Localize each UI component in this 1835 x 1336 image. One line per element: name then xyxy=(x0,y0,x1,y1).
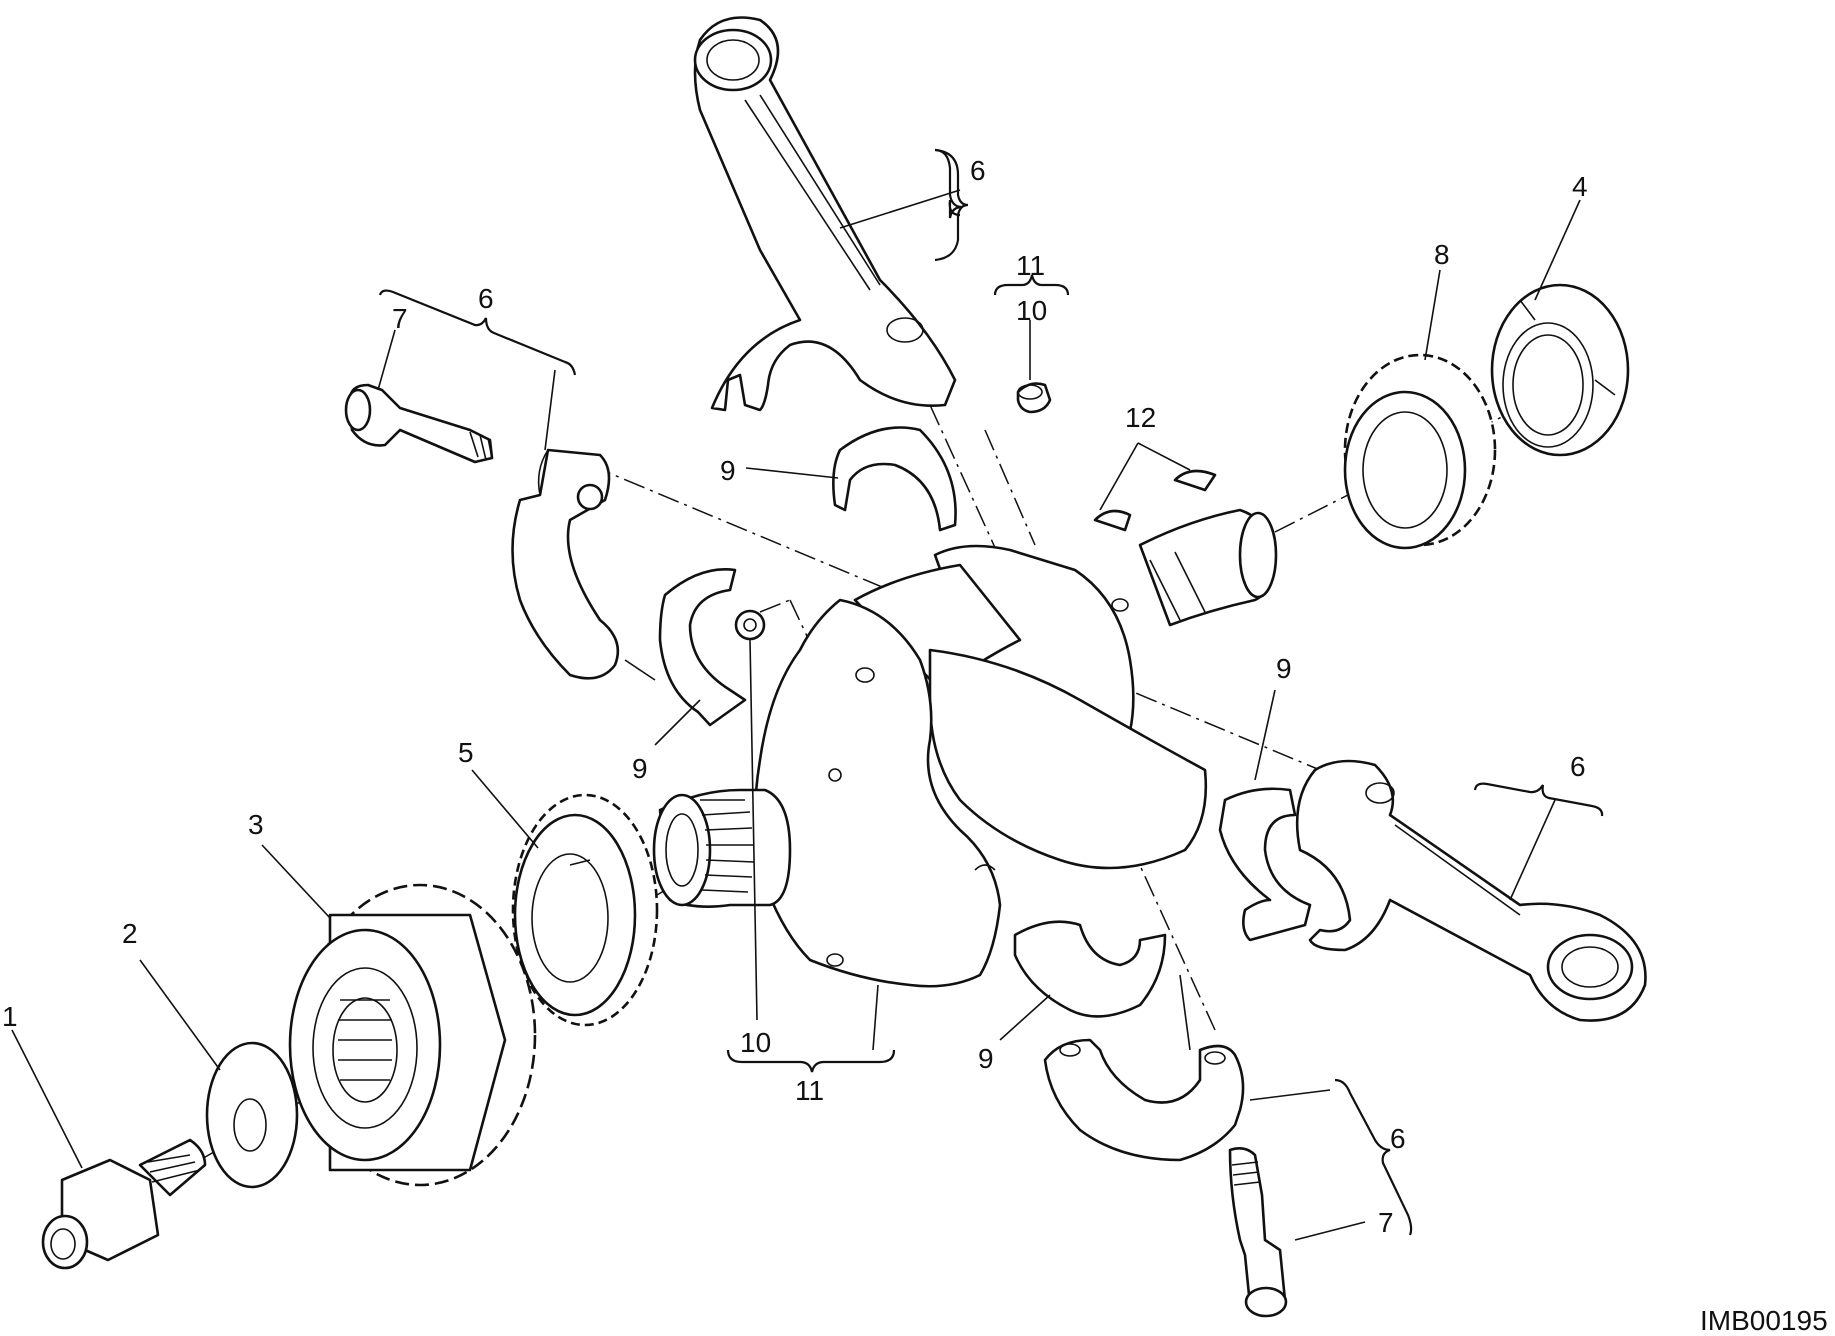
plug-top xyxy=(1016,382,1052,414)
bearing-shell-right xyxy=(1218,787,1312,942)
gear-3 xyxy=(288,883,537,1187)
callout-1: 1 xyxy=(2,1001,18,1032)
connecting-rod-right xyxy=(1295,759,1647,1022)
reference-code: IMB00195 xyxy=(1700,1305,1828,1336)
rod-bolt-bottom xyxy=(1228,1147,1288,1318)
bracket-top-6 xyxy=(934,148,969,262)
bearing-shell-upper xyxy=(832,426,957,532)
bracket-right-6 xyxy=(1473,782,1604,817)
callout-10-top: 10 xyxy=(1016,295,1047,326)
callout-2: 2 xyxy=(122,918,138,949)
callout-6-right: 6 xyxy=(1570,751,1586,782)
bracket-top-11 xyxy=(993,274,1070,296)
crankshaft xyxy=(652,508,1278,988)
callout-11-top: 11 xyxy=(1016,250,1045,281)
sprocket-gear-8 xyxy=(1343,353,1497,550)
callout-labels: 1 2 3 4 5 6 6 6 6 7 7 8 9 9 9 9 10 10 11… xyxy=(2,155,1588,1238)
bracket-bottom-11 xyxy=(726,1049,896,1073)
callout-9-upper: 9 xyxy=(720,455,736,486)
callout-7-bottom: 7 xyxy=(1378,1207,1394,1238)
callout-9-right: 9 xyxy=(1276,653,1292,684)
callout-9-left: 9 xyxy=(632,753,648,784)
callout-3: 3 xyxy=(248,809,264,840)
callout-10-bottom: 10 xyxy=(740,1027,771,1058)
callout-7-left: 7 xyxy=(392,303,408,334)
callout-4: 4 xyxy=(1572,171,1588,202)
brackets xyxy=(378,148,1604,1236)
bracket-left-6 xyxy=(378,289,577,376)
bearing-shell-lower xyxy=(1013,920,1167,1018)
connecting-rod-cap-bottom xyxy=(1043,974,1245,1162)
callout-6-bottom: 6 xyxy=(1390,1123,1406,1154)
ring-nut-4 xyxy=(1490,283,1630,457)
plug-bottom xyxy=(734,609,766,641)
leader-lines xyxy=(11,189,1581,1241)
callout-5: 5 xyxy=(458,737,474,768)
bearing-shell-left xyxy=(658,568,747,727)
callout-6-top: 6 xyxy=(970,155,986,186)
callout-9-lower: 9 xyxy=(978,1043,994,1074)
woodruff-keys xyxy=(1093,469,1217,532)
callout-12: 12 xyxy=(1125,402,1156,433)
callout-8: 8 xyxy=(1434,239,1450,270)
rod-bolt-left xyxy=(344,383,656,681)
callout-11-bottom: 11 xyxy=(795,1075,824,1106)
connecting-rod-cap-left xyxy=(511,448,620,680)
bracket-bottom-6 xyxy=(1334,1078,1413,1236)
gear-5 xyxy=(511,793,659,1027)
callout-6-left: 6 xyxy=(478,283,494,314)
bolt-1 xyxy=(41,1138,207,1270)
connecting-rod-top xyxy=(693,16,957,412)
washer-2 xyxy=(205,1041,299,1189)
